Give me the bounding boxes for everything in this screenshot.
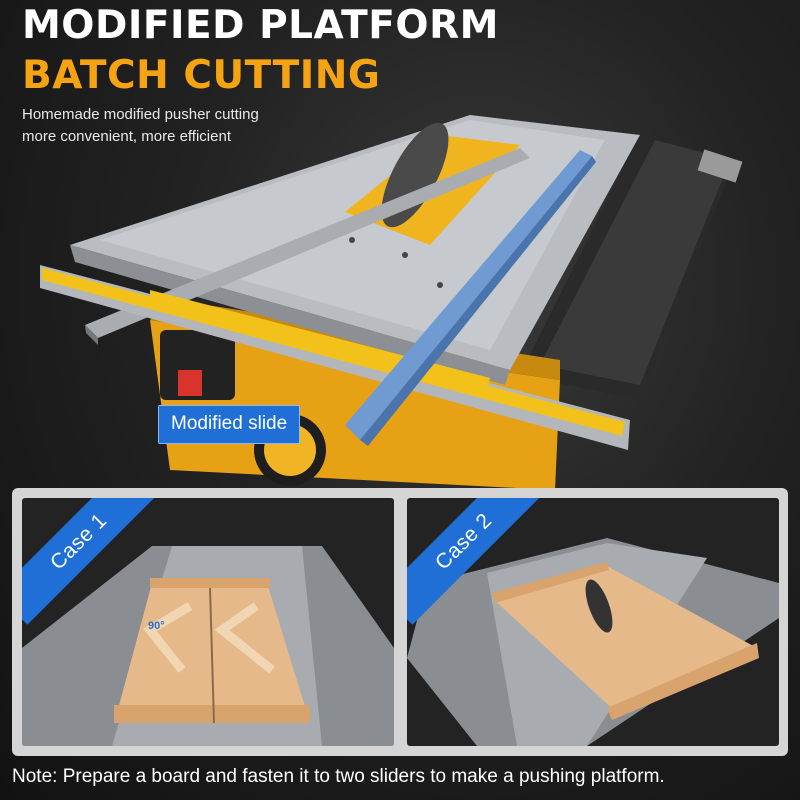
- table-front-edge: [70, 245, 510, 385]
- extension-wing-top: [540, 140, 730, 385]
- fence-rail-end: [697, 149, 743, 183]
- table-saw-illustration: [40, 115, 743, 490]
- case-1-panel: 90° Case 1: [22, 498, 394, 746]
- table-screw: [402, 252, 408, 258]
- case-1-illustration: [22, 546, 394, 746]
- case-2-blade: [585, 579, 613, 633]
- case-1-back-stop: [150, 578, 270, 588]
- title-line-2: BATCH CUTTING: [22, 53, 381, 98]
- modified-slide-bar-side: [360, 156, 596, 446]
- case-1-front-stop: [114, 705, 310, 723]
- case-2-panel: Case 2: [407, 498, 779, 746]
- power-switch: [178, 370, 202, 396]
- subtitle-line-2: more convenient, more efficient: [22, 128, 231, 145]
- saw-body: [150, 320, 560, 490]
- subtitle-line-1: Homemade modified pusher cutting: [22, 106, 259, 123]
- case-2-back-stop: [492, 562, 609, 603]
- rip-fence: [85, 148, 530, 338]
- case-1-right-guide: [214, 602, 275, 674]
- front-rail-ruler: [42, 268, 625, 436]
- title-line-1: MODIFIED PLATFORM: [22, 3, 499, 48]
- footer-note: Note: Prepare a board and fasten it to t…: [12, 766, 665, 787]
- subtitle: Homemade modified pusher cutting more co…: [22, 104, 259, 148]
- case-2-front-stop: [607, 643, 759, 720]
- case-1-angle-label: 90°: [148, 620, 165, 632]
- case-1-left-guide: [143, 602, 193, 673]
- modified-slide-bar: [345, 150, 592, 440]
- table-screw: [437, 282, 443, 288]
- modified-slide-callout: Modified slide: [158, 405, 301, 444]
- case-1-kerf: [209, 587, 215, 724]
- case-2-illustration: [407, 538, 779, 746]
- table-screw: [349, 237, 355, 243]
- rip-fence-end: [85, 325, 98, 345]
